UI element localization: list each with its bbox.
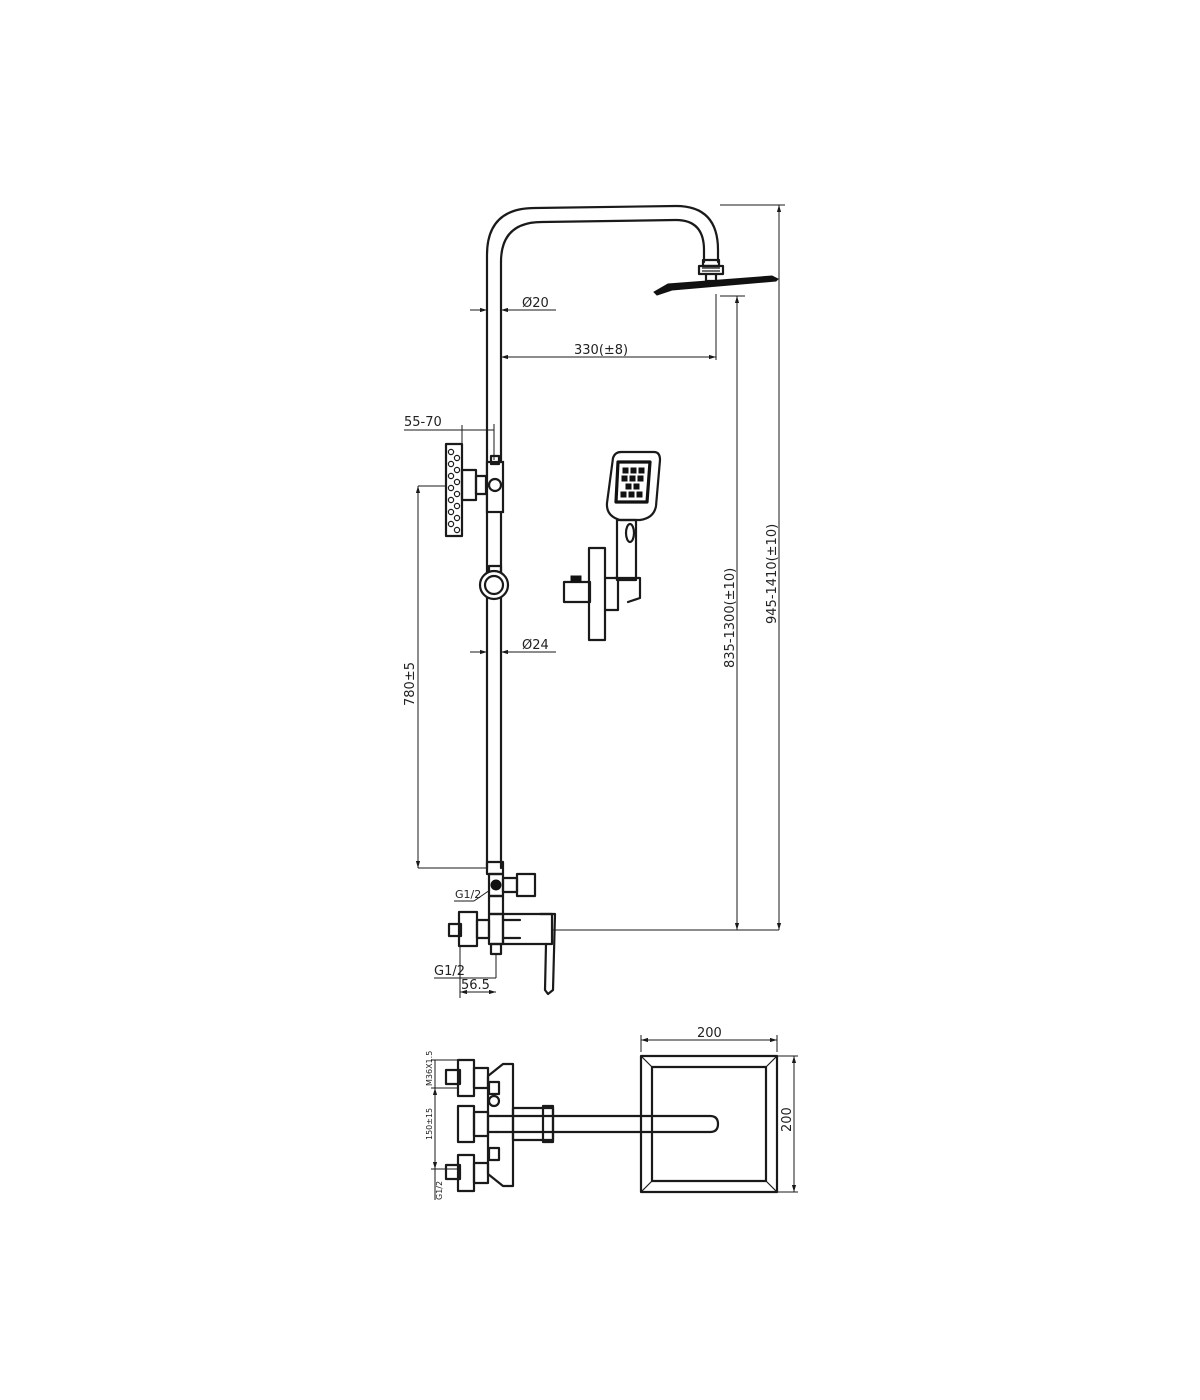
slider-ring: [478, 564, 510, 601]
slider-diameter-dimension: Ø24: [470, 638, 556, 655]
inlet-thread-callout: G1/2: [434, 954, 497, 979]
arm-reach-label: 330(±8): [574, 343, 628, 358]
total-height-label: 945-1410(±10): [765, 524, 780, 624]
wall-bracket: [418, 442, 505, 538]
diverter-thread-label: G1/2: [455, 888, 481, 901]
eccentric-depth-dimension: 56.5: [459, 946, 496, 998]
riser-diameter-label: Ø20: [522, 296, 549, 311]
plan-mixer-valve: [444, 1058, 555, 1193]
inlet-spacing-label: 150±15: [425, 1108, 434, 1140]
front-elevation: Ø20 330(±8) 55-70: [403, 204, 785, 998]
diverter: [485, 860, 537, 916]
arm-reach-dimension: 330(±8): [501, 294, 717, 360]
plan-view: 200 200: [425, 1026, 798, 1200]
rail-length-label: 780±5: [403, 662, 418, 706]
riser-diameter-dimension: Ø20: [470, 296, 556, 313]
plan-inlet-dimensions: 150±15 M36X1.5 G1/2: [425, 1051, 458, 1200]
plan-arm: [495, 1114, 720, 1134]
head-height-dimension: 835-1300(±10): [720, 295, 745, 930]
total-height-dimension: 945-1410(±10): [720, 204, 785, 931]
eccentric-depth-label: 56.5: [461, 978, 490, 993]
head-depth-label: 200: [780, 1107, 795, 1132]
head-height-label: 835-1300(±10): [723, 568, 738, 668]
rail-length-dimension: 780±5: [403, 486, 487, 869]
eccentric-thread-label: M36X1.5: [425, 1051, 434, 1086]
shower-head: [653, 258, 779, 296]
riser-pipe: [485, 204, 720, 870]
diverter-thread-callout: G1/2: [454, 888, 491, 902]
head-width-label: 200: [697, 1026, 722, 1041]
plan-square-head: 200 200: [639, 1026, 798, 1194]
inlet-thread-label: G1/2: [434, 964, 465, 979]
spray-face: [614, 460, 652, 504]
plan-inlet-thread-label: G1/2: [435, 1181, 444, 1200]
wall-offset-dimension: 55-70: [404, 415, 495, 460]
hand-shower-detail: [562, 450, 662, 642]
wall-offset-label: 55-70: [404, 415, 442, 430]
slider-diameter-label: Ø24: [522, 638, 549, 653]
mixer-valve: [447, 910, 737, 996]
